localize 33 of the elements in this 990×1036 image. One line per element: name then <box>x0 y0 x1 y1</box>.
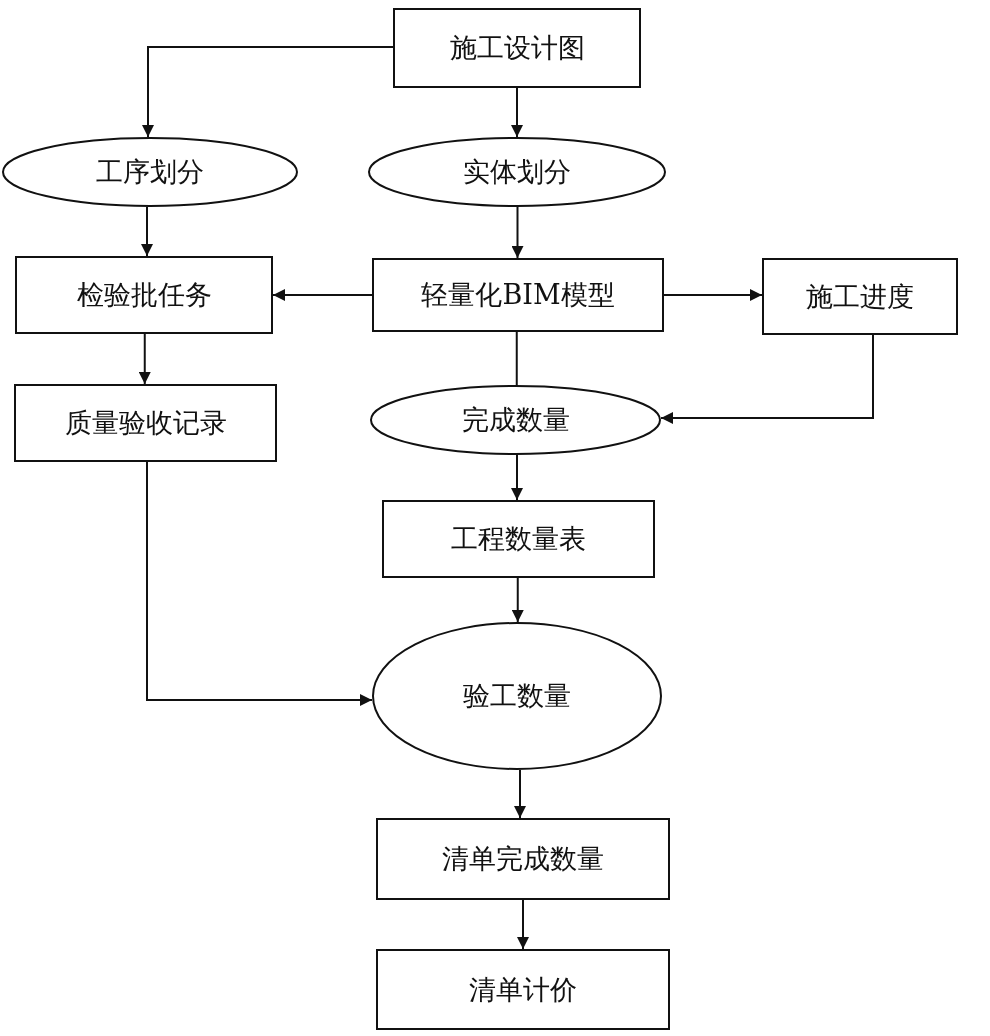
arrow <box>663 289 763 301</box>
arrow <box>511 577 524 623</box>
process-box <box>376 949 670 1030</box>
process-box <box>376 818 670 900</box>
arrow <box>511 206 524 259</box>
process-box <box>15 256 273 334</box>
process-box <box>393 8 641 88</box>
node-label: 施工设计图 <box>449 31 585 65</box>
node-label: 检验批任务 <box>76 278 212 312</box>
arrow <box>660 334 874 424</box>
arrow <box>517 899 529 950</box>
arrow <box>514 769 526 819</box>
process-box <box>382 500 655 578</box>
node-label: 工序划分 <box>96 155 204 189</box>
process-box <box>372 258 664 332</box>
arrow <box>141 206 153 257</box>
arrow <box>511 454 523 501</box>
node-label: 工程数量表 <box>451 522 586 556</box>
arrow <box>138 333 151 385</box>
arrow <box>511 87 523 138</box>
node-label: 施工进度 <box>806 279 914 314</box>
node-label: 清单完成数量 <box>442 842 604 876</box>
process-box <box>14 384 277 462</box>
node-label: 实体划分 <box>463 155 571 189</box>
node-label: 质量验收记录 <box>64 406 227 440</box>
arrow <box>272 289 373 301</box>
node-label: 完成数量 <box>461 403 570 437</box>
node-label: 清单计价 <box>469 972 577 1007</box>
node-label: 验工数量 <box>463 679 571 713</box>
process-box <box>762 258 958 335</box>
arrow <box>146 461 373 706</box>
node-label: 轻量化BIM模型 <box>421 278 615 312</box>
arrow <box>142 46 394 138</box>
